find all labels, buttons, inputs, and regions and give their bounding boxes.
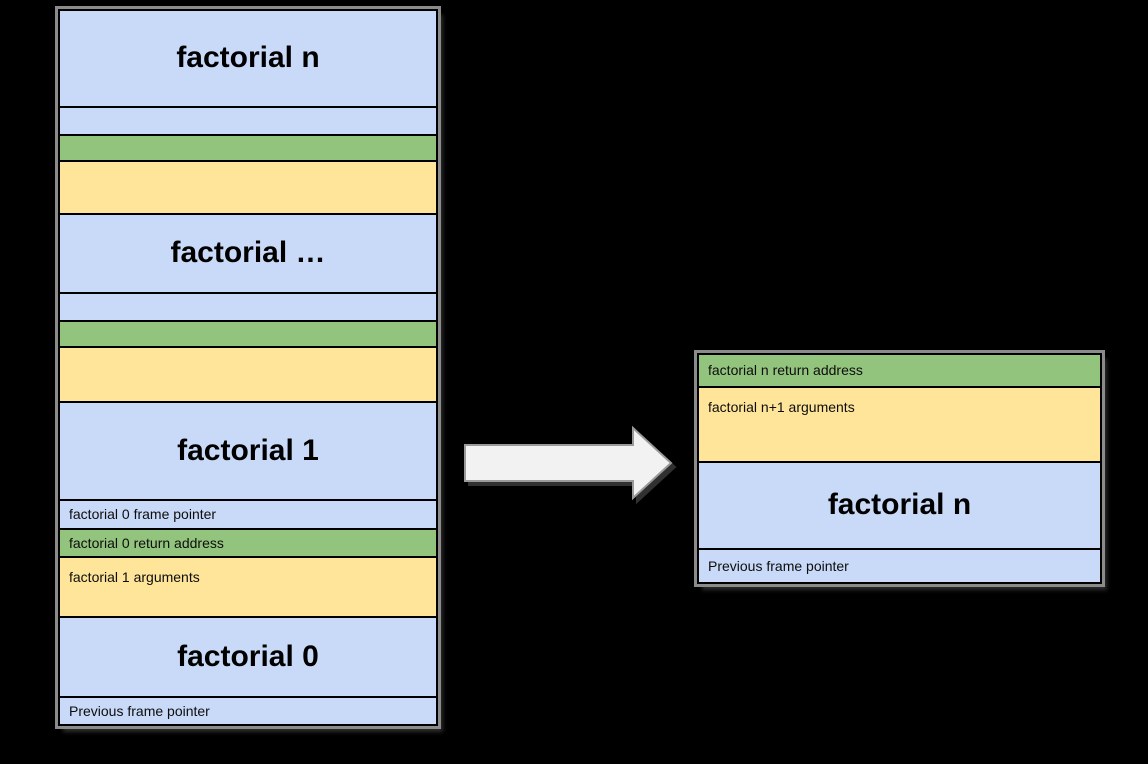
frame-pointer-cell (60, 108, 436, 134)
cell-label: factorial 1 arguments (69, 569, 200, 585)
previous-frame-pointer-cell: Previous frame pointer (60, 698, 436, 724)
frame-title: factorial 1 (177, 433, 319, 467)
arguments-cell: factorial 1 arguments (60, 558, 436, 616)
flow-arrow-icon (464, 425, 673, 501)
frame-cell-factorial-1: factorial 1 (60, 403, 436, 499)
return-address-cell: factorial 0 return address (60, 530, 436, 556)
frame-title: factorial 0 (177, 639, 319, 673)
cell-label: factorial 0 frame pointer (69, 506, 217, 523)
arguments-cell (60, 348, 436, 401)
return-address-cell (60, 322, 436, 346)
frame-cell-factorial-ellipsis: factorial … (60, 215, 436, 292)
frame-title: factorial n (176, 41, 320, 75)
frame-title: factorial n (827, 488, 972, 522)
frame-title: factorial … (170, 236, 326, 270)
frame-pointer-cell: factorial 0 frame pointer (60, 501, 436, 528)
arguments-cell: factorial n+1 arguments (699, 388, 1100, 461)
generic-frame-diagram: factorial n return address factorial n+1… (694, 350, 1105, 587)
previous-frame-pointer-cell: Previous frame pointer (699, 550, 1100, 582)
return-address-cell (60, 136, 436, 160)
cell-label: factorial n+1 arguments (708, 399, 855, 415)
cell-label: Previous frame pointer (708, 557, 849, 574)
return-address-cell: factorial n return address (699, 355, 1100, 386)
frame-cell-factorial-n: factorial n (699, 463, 1100, 548)
cell-label: factorial n return address (708, 362, 863, 379)
call-stack-diagram: factorial n factorial … factorial 1 fact… (55, 6, 441, 729)
frame-cell-factorial-0: factorial 0 (60, 618, 436, 696)
frame-cell-factorial-n: factorial n (60, 11, 436, 106)
arguments-cell (60, 162, 436, 213)
frame-pointer-cell (60, 294, 436, 320)
cell-label: Previous frame pointer (69, 702, 210, 719)
cell-label: factorial 0 return address (69, 534, 224, 551)
